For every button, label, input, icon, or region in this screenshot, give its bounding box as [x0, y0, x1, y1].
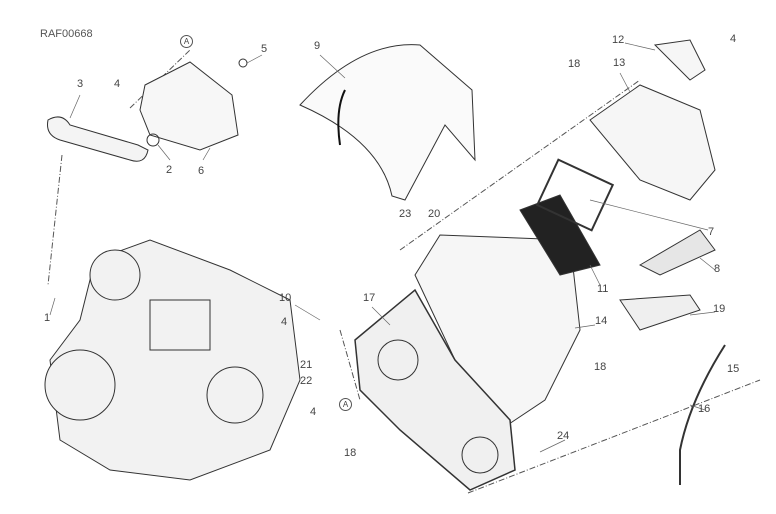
- grommet-part-2: [146, 133, 160, 147]
- hose-part-3: [47, 116, 149, 162]
- callout-18: 18: [594, 361, 607, 373]
- callout-13: 13: [613, 57, 626, 69]
- callout-18: 18: [344, 447, 357, 459]
- callout-4: 4: [281, 316, 288, 328]
- callout-20: 20: [428, 208, 441, 220]
- filter-frame-part-7: [535, 158, 615, 232]
- callout-3: 3: [77, 78, 84, 90]
- callout-11: 11: [597, 283, 609, 295]
- bracket-part-19: [619, 294, 701, 331]
- reference-mark-a: A: [180, 35, 193, 48]
- callout-6: 6: [198, 165, 205, 177]
- callout-14: 14: [595, 315, 608, 327]
- callout-2: 2: [166, 164, 173, 176]
- callout-12: 12: [612, 34, 625, 46]
- callout-1: 1: [44, 312, 51, 324]
- duct-part-13: [589, 84, 716, 201]
- callout-21: 21: [300, 359, 313, 371]
- callout-23: 23: [399, 208, 412, 220]
- cover-part-9: [299, 44, 476, 201]
- engine-assembly: [44, 239, 301, 481]
- drawing-code: RAF00668: [40, 28, 93, 40]
- callout-4: 4: [114, 78, 121, 90]
- tube-part-16: [679, 344, 726, 485]
- panel-part-8: [638, 229, 716, 276]
- callout-4: 4: [310, 406, 317, 418]
- callout-9: 9: [314, 40, 321, 52]
- callout-18: 18: [568, 58, 581, 70]
- callout-22: 22: [300, 375, 313, 387]
- callout-4: 4: [730, 33, 737, 45]
- callout-16: 16: [698, 403, 711, 415]
- pipe-part-12: [653, 39, 706, 81]
- callout-7: 7: [708, 226, 715, 238]
- reference-mark-a: A: [339, 398, 352, 411]
- filter-part-11: [519, 194, 601, 276]
- callout-17: 17: [363, 292, 376, 304]
- callout-24: 24: [557, 430, 570, 442]
- callout-5: 5: [261, 43, 268, 55]
- callout-8: 8: [714, 263, 721, 275]
- callout-10: 10: [279, 292, 292, 304]
- washer-part-5: [238, 58, 248, 68]
- breather-tank-part-6: [139, 61, 239, 151]
- callout-15: 15: [727, 363, 740, 375]
- callout-19: 19: [713, 303, 726, 315]
